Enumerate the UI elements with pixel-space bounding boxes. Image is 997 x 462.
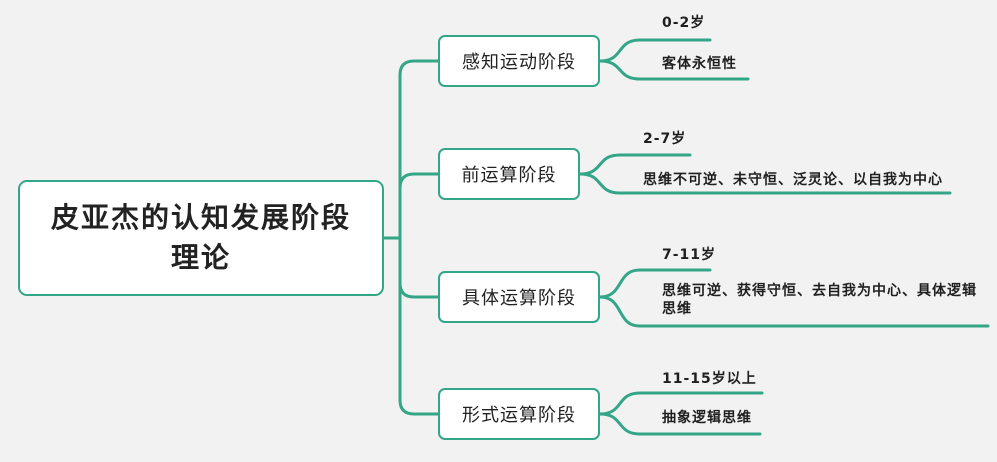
stage-node-concrete-operational: 具体运算阶段 [438,271,600,323]
root-node: 皮亚杰的认知发展阶段理论 [18,180,384,296]
connector-stage-3 [398,236,440,299]
leaf-feature-4: 抽象逻辑思维 [662,410,752,426]
leaf-line-age-3 [598,268,712,299]
stage-label: 形式运算阶段 [462,405,576,426]
leaf-feature-1: 客体永恒性 [662,56,737,72]
stage-node-sensorimotor: 感知运动阶段 [438,35,600,87]
stage-node-formal-operational: 形式运算阶段 [438,388,600,440]
stage-label: 前运算阶段 [461,165,557,186]
leaf-age-1: 0-2岁 [662,15,706,31]
connector-stage-2 [398,172,440,240]
leaf-line-feature-2 [578,172,952,195]
root-title: 皮亚杰的认知发展阶段理论 [50,201,351,274]
stage-label: 感知运动阶段 [462,52,576,73]
connector-stage-4 [398,236,440,416]
leaf-age-3: 7-11岁 [662,247,717,263]
stage-label: 具体运算阶段 [462,288,576,309]
leaf-age-2: 2-7岁 [643,131,687,147]
leaf-feature-3: 思维可逆、获得守恒、去自我为中心、具体逻辑思维 [662,283,977,317]
connector-stage-1 [398,59,440,240]
stage-node-preoperational: 前运算阶段 [438,148,580,200]
leaf-line-feature-3 [598,295,990,328]
leaf-feature-2: 思维不可逆、未守恒、泛灵论、以自我为中心 [643,172,943,188]
leaf-age-4: 11-15岁以上 [662,371,757,387]
leaf-line-feature-4 [598,412,762,436]
leaf-line-feature-1 [598,59,750,81]
